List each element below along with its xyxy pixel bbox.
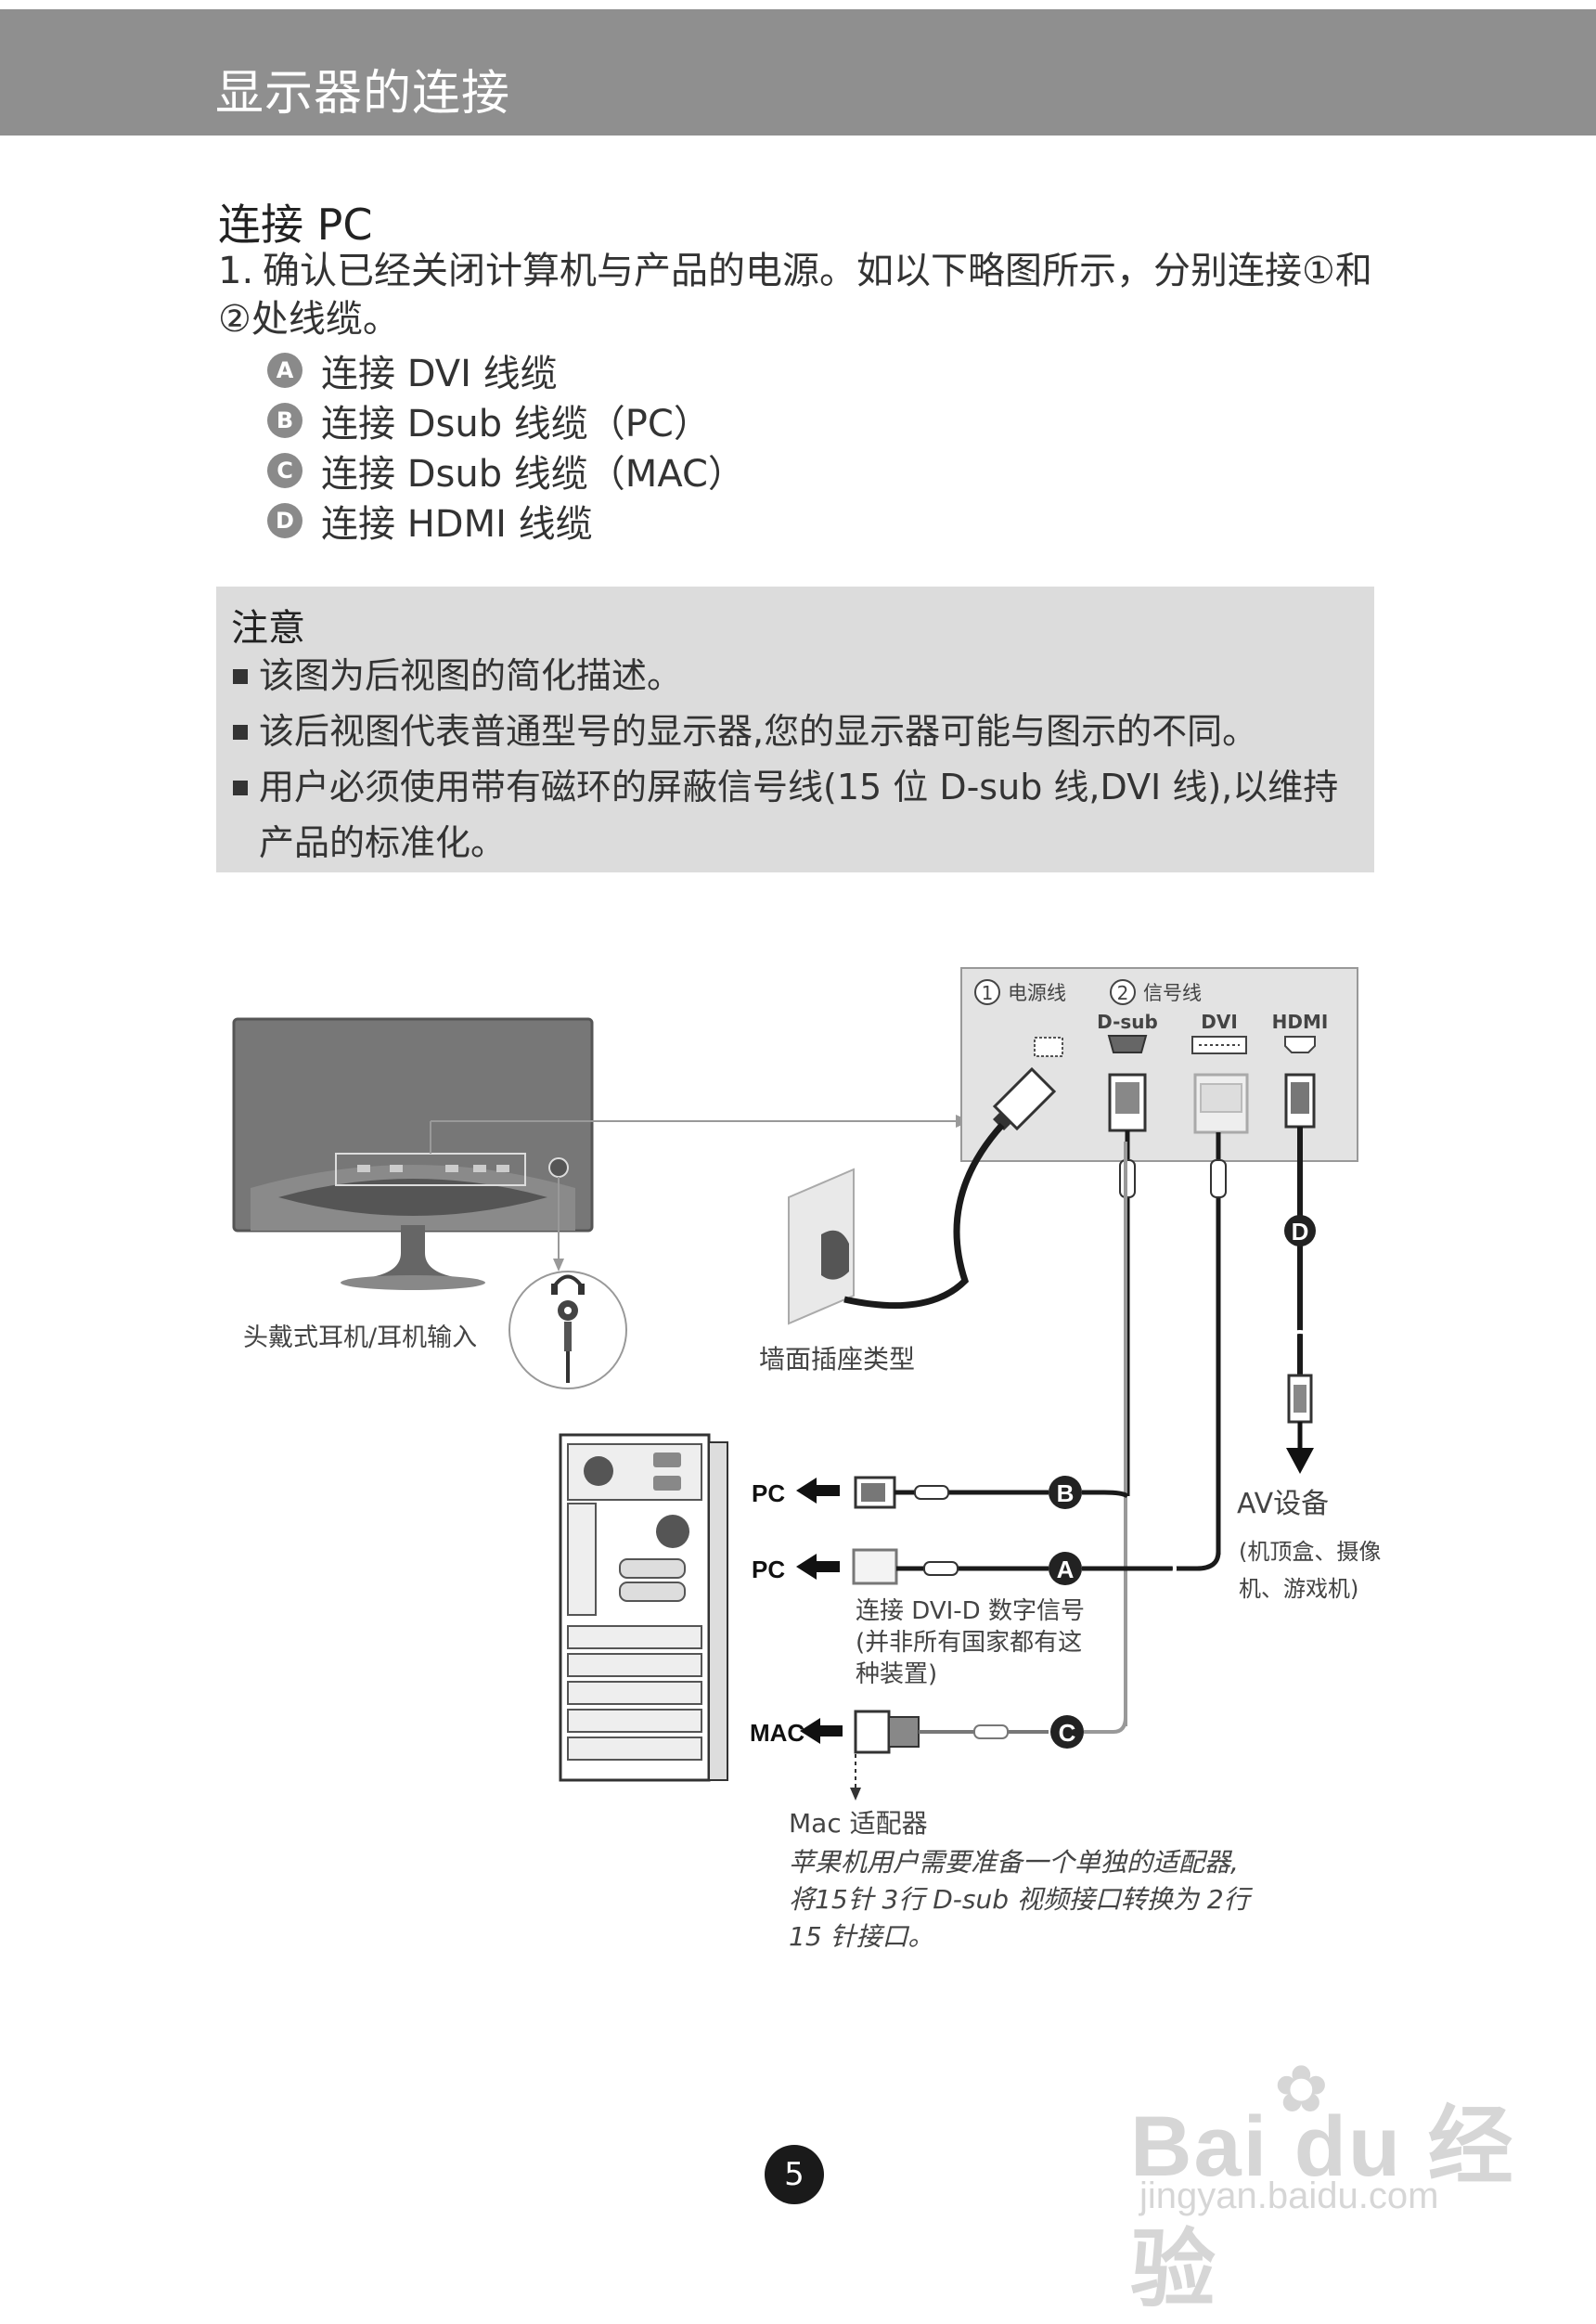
badge-d-icon: D: [267, 503, 302, 538]
step-text: 确认已经关闭计算机与产品的电源。如以下略图所示，分别连接①和②处线缆。: [218, 250, 1372, 341]
headphone-label: 头戴式耳机/耳机输入: [243, 1323, 477, 1352]
dvi-port-icon: [1191, 1036, 1247, 1054]
pc-label-1: PC: [752, 1479, 785, 1507]
step-1: 1.确认已经关闭计算机与产品的电源。如以下略图所示，分别连接①和②处线缆。: [218, 247, 1387, 343]
option-list: A 连接 DVI 线缆 B 连接 Dsub 线缆（PC） C 连接 Dsub 线…: [267, 345, 745, 546]
option-item: A 连接 DVI 线缆: [267, 345, 745, 395]
signal-cable-label: 信号线: [1143, 982, 1202, 1004]
section-title: 连接 PC: [218, 200, 373, 250]
mac-label: MAC: [750, 1719, 804, 1747]
step-number: 1.: [218, 250, 254, 292]
arrow-left-icon: [800, 1718, 843, 1744]
note-text: 用户必须使用带有磁环的屏蔽信号线(15 位 D-sub 线,DVI 线),以维持…: [259, 767, 1339, 863]
option-item: C 连接 Dsub 线缆（MAC）: [267, 445, 745, 496]
badge-d-label: D: [1292, 1218, 1309, 1246]
note-item: 用户必须使用带有磁环的屏蔽信号线(15 位 D-sub 线,DVI 线),以维持…: [231, 759, 1368, 871]
port-dsub-label: D-sub: [1097, 1011, 1158, 1033]
paw-icon: ✿: [1274, 2051, 1329, 2127]
port-hdmi-label: HDMI: [1272, 1011, 1329, 1033]
port-panel: 1 电源线 2 信号线 D-sub DVI HDMI: [960, 967, 1358, 1162]
signal-number: 2: [1117, 982, 1129, 1004]
connection-diagram: 头戴式耳机/耳机输入 1 电源线 2 信号线 D-sub DVI HDMI: [232, 967, 1381, 1952]
note-title: 注意: [231, 607, 305, 650]
mac-adapter-text-3: 15 针接口。: [789, 1921, 934, 1952]
mac-adapter-text-2: 将15针 3行 D-sub 视频接口转换为 2行: [789, 1884, 1254, 1915]
pc-label-2: PC: [752, 1556, 785, 1583]
badge-b-icon: B: [267, 403, 302, 438]
note-text: 该图为后视图的简化描述。: [259, 655, 683, 696]
bullet-square-icon: [233, 781, 248, 795]
dvi-caption-2: (并非所有国家都有这: [856, 1629, 1082, 1657]
arrow-down-icon: [1286, 1448, 1314, 1474]
watermark-url: jingyan.baidu.com: [1139, 2176, 1439, 2216]
option-label: 连接 Dsub 线缆（MAC）: [321, 453, 745, 496]
badge-a-icon: A: [267, 353, 302, 388]
av-device-caption-1: (机顶盒、摄像: [1239, 1539, 1381, 1565]
note-item: 该图为后视图的简化描述。: [231, 648, 1368, 704]
wall-outlet-icon: [788, 1168, 855, 1325]
note-box: 注意 该图为后视图的简化描述。 该后视图代表普通型号的显示器,您的显示器可能与图…: [216, 587, 1374, 872]
power-cable-label: 电源线: [1008, 982, 1066, 1004]
dvi-plug-icon: [852, 1548, 898, 1585]
power-cable: [843, 1122, 1005, 1310]
arrow-left-icon: [796, 1478, 840, 1504]
headphone-jack-icon: [508, 1271, 627, 1389]
watermark-logo-text: Bai du 经验: [1130, 2099, 1515, 2318]
monitor-back-illustration: [232, 1017, 971, 1290]
mac-adapter-title: Mac 适配器: [789, 1808, 928, 1839]
badge-c-icon: C: [267, 453, 302, 488]
header-bar: [0, 9, 1596, 136]
badge-c-label: C: [1059, 1719, 1076, 1747]
note-item: 该后视图代表普通型号的显示器,您的显示器可能与图示的不同。: [231, 704, 1368, 759]
dvi-caption-1: 连接 DVI-D 数字信号: [856, 1597, 1085, 1625]
bullet-square-icon: [233, 669, 248, 684]
wall-outlet-label: 墙面插座类型: [759, 1344, 915, 1375]
mac-adapter-icon: [854, 1710, 891, 1754]
page-title: 显示器的连接: [215, 66, 511, 122]
dsub-port-icon: [1107, 1035, 1148, 1053]
option-label: 连接 HDMI 线缆: [321, 503, 593, 546]
dvi-caption-3: 种装置): [856, 1660, 937, 1688]
option-label: 连接 Dsub 线缆（PC）: [321, 403, 711, 445]
arrow-left-icon: [796, 1554, 840, 1580]
badge-a-label: A: [1057, 1556, 1075, 1583]
badge-b-label: B: [1057, 1479, 1075, 1507]
note-list: 该图为后视图的简化描述。 该后视图代表普通型号的显示器,您的显示器可能与图示的不…: [231, 648, 1368, 871]
av-device-caption-2: 机、游戏机): [1239, 1576, 1358, 1602]
mac-adapter-text-1: 苹果机用户需要准备一个单独的适配器,: [789, 1847, 1239, 1878]
option-item: D 连接 HDMI 线缆: [267, 496, 745, 546]
hdmi-port-icon: [1284, 1036, 1316, 1053]
page-number: 5: [765, 2145, 824, 2204]
power-socket-icon: [1034, 1037, 1063, 1057]
option-label: 连接 DVI 线缆: [321, 353, 558, 395]
power-number: 1: [982, 982, 994, 1004]
port-dvi-label: DVI: [1201, 1011, 1238, 1033]
option-item: B 连接 Dsub 线缆（PC）: [267, 395, 745, 445]
av-device-title: AV设备: [1237, 1488, 1329, 1520]
bullet-square-icon: [233, 725, 248, 740]
pc-tower-illustration: [559, 1433, 728, 1782]
note-text: 该后视图代表普通型号的显示器,您的显示器可能与图示的不同。: [259, 711, 1258, 752]
baidu-watermark: ✿ Bai du 经验 jingyan.baidu.com: [1130, 2051, 1520, 2318]
